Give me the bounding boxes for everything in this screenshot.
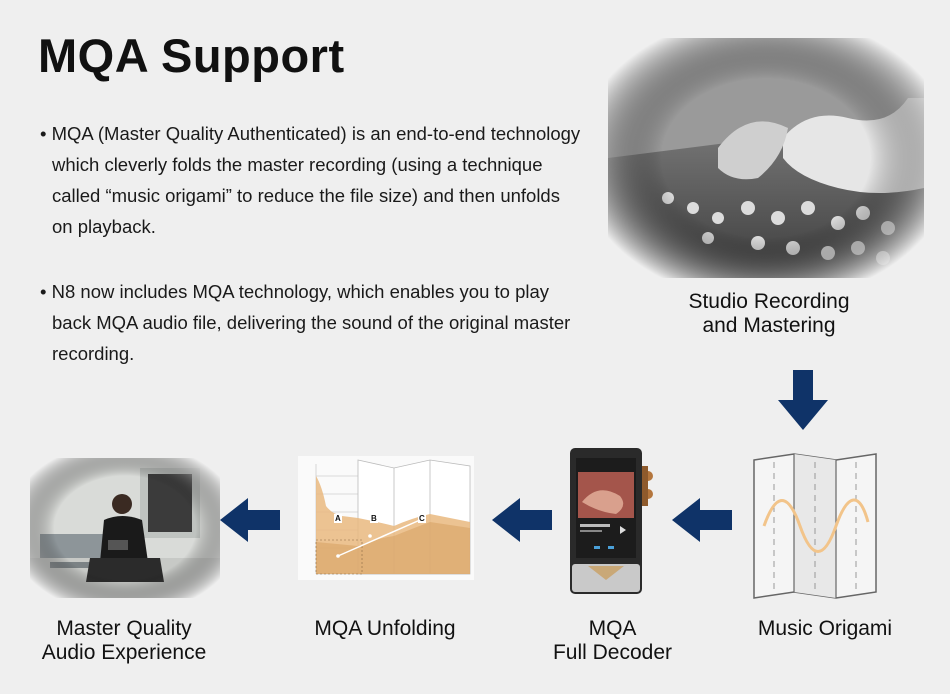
player-device-image xyxy=(570,448,653,594)
arrow-left-icon xyxy=(220,498,280,542)
studio-mixer-photo xyxy=(608,38,924,278)
caption-origami-line1: Music Origami xyxy=(757,617,893,640)
mixer-console-image xyxy=(608,38,924,278)
bullet-mqa-description: • MQA (Master Quality Authenticated) is … xyxy=(40,123,581,237)
caption-origami: Music Origami xyxy=(735,617,915,641)
caption-studio: Studio Recording and Mastering xyxy=(650,290,888,338)
caption-studio-line2: and Mastering xyxy=(702,314,836,337)
listener-photo xyxy=(30,458,220,598)
chart-label-c: C xyxy=(418,514,426,523)
page-title: MQA Support xyxy=(38,29,345,82)
bullet-n8-mqa: • N8 now includes MQA technology, which … xyxy=(40,281,571,364)
caption-studio-line1: Studio Recording xyxy=(688,290,850,313)
arrow-left-icon xyxy=(492,498,552,542)
arrow-down-icon xyxy=(778,370,828,430)
origami-folded-map xyxy=(750,452,880,600)
chart-label-b: B xyxy=(370,514,378,523)
n8-player-device xyxy=(568,446,654,596)
arrow-left-icon xyxy=(672,498,732,542)
caption-unfolding: MQA Unfolding xyxy=(290,617,480,641)
caption-decoder-line1: MQA xyxy=(588,617,637,640)
caption-experience: Master Quality Audio Experience xyxy=(20,617,228,665)
caption-experience-line1: Master Quality xyxy=(56,617,192,640)
folded-map-icon xyxy=(753,453,877,599)
caption-unfolding-line1: MQA Unfolding xyxy=(314,617,456,640)
caption-experience-line2: Audio Experience xyxy=(41,641,207,664)
unfolding-chart-image xyxy=(298,456,474,580)
chart-label-a: A xyxy=(334,514,342,523)
listener-image xyxy=(30,458,220,598)
caption-decoder-line2: Full Decoder xyxy=(552,641,673,664)
caption-decoder: MQA Full Decoder xyxy=(530,617,695,665)
mqa-unfolding-chart: A B C xyxy=(298,456,474,580)
